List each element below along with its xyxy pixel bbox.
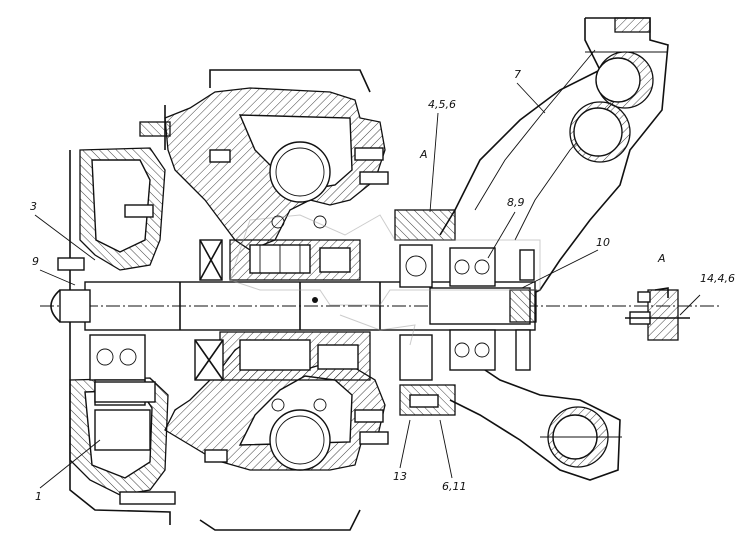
callout-6-11: 6,11 [442,480,467,493]
callout-10: 10 [596,236,610,249]
callout-3: 3 [30,200,37,213]
callout-9: 9 [32,255,39,268]
fasteners [57,121,535,505]
gears-and-bearings [89,209,496,451]
callout-a-arrow: A [419,148,428,161]
lever-arm [439,17,669,481]
callout-labels: 1 3 9 7 4,5,6 8,9 10 13 6,11 A A 14,4,6 [30,68,735,503]
callout-8-9: 8,9 [507,196,525,209]
callout-4-5-6: 4,5,6 [428,98,456,111]
callout-1: 1 [35,490,42,503]
leader-lines [34,82,599,489]
callout-14-4-6: 14,4,6 [700,272,735,285]
callout-13: 13 [393,470,407,483]
callout-a-view: A [657,252,666,265]
callout-7: 7 [514,68,521,81]
watermark-shape [229,214,541,346]
detail-view-a [625,287,701,341]
main-shaft [40,281,720,331]
gear-wheels [269,141,331,471]
